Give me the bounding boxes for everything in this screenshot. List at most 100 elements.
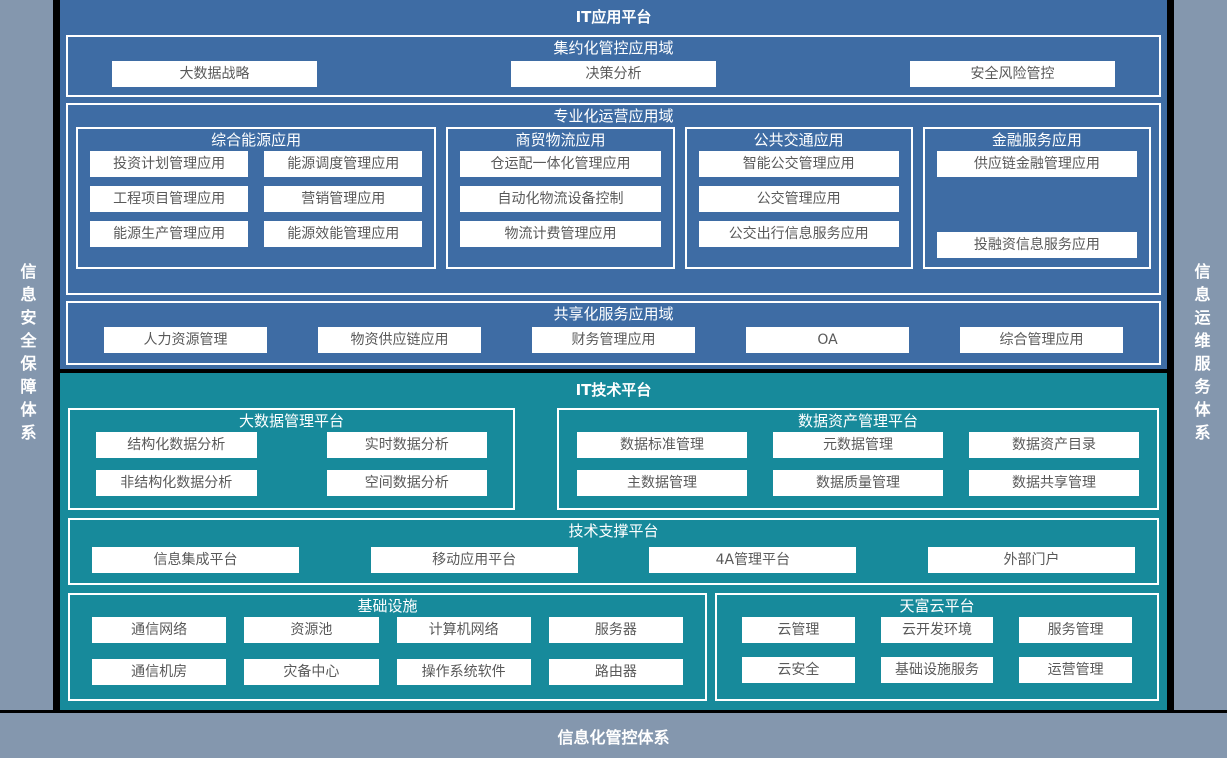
item-box: 非结构化数据分析 xyxy=(96,470,257,496)
item-box: 智能公交管理应用 xyxy=(698,151,899,177)
group-finance-title: 金融服务应用 xyxy=(991,131,1082,149)
item-box: 数据标准管理 xyxy=(577,432,747,458)
item-box: 操作系统软件 xyxy=(396,659,531,685)
infrastructure-items: 通信网络 资源池 计算机网络 服务器 通信机房 灾备中心 操作系统软件 路由器 xyxy=(92,617,683,687)
centralized-items-row: 大数据战略 决策分析 安全风险管控 xyxy=(68,59,1159,87)
item-box: 外部门户 xyxy=(927,547,1135,573)
item-box: 运营管理 xyxy=(1019,657,1132,683)
item-box: 安全风险管控 xyxy=(910,61,1115,87)
content-area: IT应用平台 集约化管控应用域 大数据战略 决策分析 安全风险管控 专业化运营应… xyxy=(60,0,1167,710)
item-box: 通信网络 xyxy=(92,617,227,643)
box-tech-support-platform: 技术支撑平台 信息集成平台 移动应用平台 4A管理平台 外部门户 xyxy=(68,518,1159,585)
item-box: 云开发环境 xyxy=(880,617,994,643)
box-bigdata-platform: 大数据管理平台 结构化数据分析 实时数据分析 非结构化数据分析 空间数据分析 xyxy=(68,408,515,510)
box-cloud-platform: 天富云平台 云管理 云开发环境 服务管理 云安全 基础设施服务 运营管理 xyxy=(715,593,1159,701)
centralized-domain-title: 集约化管控应用域 xyxy=(553,39,674,57)
item-box: 工程项目管理应用 xyxy=(90,186,249,212)
tech-support-platform-title: 技术支撑平台 xyxy=(568,522,659,540)
main-row: 信息安全保障体系 IT应用平台 集约化管控应用域 大数据战略 决策分析 安全风险… xyxy=(0,0,1227,710)
left-pillar: 信息安全保障体系 xyxy=(0,0,53,710)
section-shared-domain: 共享化服务应用域 人力资源管理 物资供应链应用 财务管理应用 OA 综合管理应用 xyxy=(66,301,1161,365)
professional-domain-title: 专业化运营应用域 xyxy=(553,107,674,125)
item-box: 公交出行信息服务应用 xyxy=(698,221,899,247)
right-pillar: 信息运维服务体系 xyxy=(1174,0,1227,710)
item-box: 云管理 xyxy=(742,617,855,643)
item-box: 能源生产管理应用 xyxy=(90,221,249,247)
item-box: 云安全 xyxy=(742,657,855,683)
item-box: 元数据管理 xyxy=(773,432,943,458)
group-finance-items: 供应链金融管理应用 投融资信息服务应用 xyxy=(936,151,1138,258)
item-box: 物流计费管理应用 xyxy=(460,221,661,247)
item-box: 能源调度管理应用 xyxy=(264,151,423,177)
item-box: 投资计划管理应用 xyxy=(90,151,249,177)
item-box: 服务管理 xyxy=(1019,617,1132,643)
item-box: 空间数据分析 xyxy=(326,470,487,496)
professional-groups-row: 综合能源应用 投资计划管理应用 能源调度管理应用 工程项目管理应用 营销管理应用… xyxy=(68,127,1159,269)
infrastructure-title: 基础设施 xyxy=(357,597,418,615)
group-energy-items: 投资计划管理应用 能源调度管理应用 工程项目管理应用 营销管理应用 能源生产管理… xyxy=(90,151,423,247)
box-data-asset-platform: 数据资产管理平台 数据标准管理 元数据管理 数据资产目录 主数据管理 数据质量管… xyxy=(557,408,1159,510)
item-box: 结构化数据分析 xyxy=(96,432,257,458)
item-box: 资源池 xyxy=(244,617,379,643)
item-box: 综合管理应用 xyxy=(960,327,1123,353)
group-transport: 公共交通应用 智能公交管理应用 公交管理应用 公交出行信息服务应用 xyxy=(684,127,913,269)
group-energy: 综合能源应用 投资计划管理应用 能源调度管理应用 工程项目管理应用 营销管理应用… xyxy=(76,127,437,269)
group-logistics-title: 商贸物流应用 xyxy=(515,131,606,149)
right-divider xyxy=(1167,0,1174,710)
tech-platform: IT技术平台 大数据管理平台 结构化数据分析 实时数据分析 非结构化数据分析 空… xyxy=(60,373,1167,710)
item-box: 计算机网络 xyxy=(396,617,531,643)
item-box: 信息集成平台 xyxy=(92,547,299,573)
group-transport-items: 智能公交管理应用 公交管理应用 公交出行信息服务应用 xyxy=(698,151,899,247)
box-infrastructure: 基础设施 通信网络 资源池 计算机网络 服务器 通信机房 灾备中心 操作系统软件… xyxy=(68,593,707,701)
item-box: 投融资信息服务应用 xyxy=(936,232,1138,258)
item-box: 通信机房 xyxy=(92,659,227,685)
group-energy-title: 综合能源应用 xyxy=(211,131,302,149)
item-box: 自动化物流设备控制 xyxy=(460,186,661,212)
item-box: 大数据战略 xyxy=(112,61,317,87)
bigdata-items: 结构化数据分析 实时数据分析 非结构化数据分析 空间数据分析 xyxy=(96,432,487,498)
bigdata-platform-title: 大数据管理平台 xyxy=(238,412,344,430)
item-box: 决策分析 xyxy=(511,61,716,87)
item-box: 基础设施服务 xyxy=(880,657,994,683)
group-logistics-items: 仓运配一体化管理应用 自动化物流设备控制 物流计费管理应用 xyxy=(460,151,661,247)
item-box: 能源效能管理应用 xyxy=(264,221,423,247)
right-pillar-label: 信息运维服务体系 xyxy=(1191,263,1211,447)
shared-items-row: 人力资源管理 物资供应链应用 财务管理应用 OA 综合管理应用 xyxy=(68,325,1159,353)
item-box: 人力资源管理 xyxy=(104,327,267,353)
shared-domain-title: 共享化服务应用域 xyxy=(553,305,674,323)
app-platform: IT应用平台 集约化管控应用域 大数据战略 决策分析 安全风险管控 专业化运营应… xyxy=(60,0,1167,369)
item-box: OA xyxy=(746,327,909,353)
tech-support-items: 信息集成平台 移动应用平台 4A管理平台 外部门户 xyxy=(92,542,1135,573)
item-box: 服务器 xyxy=(548,617,683,643)
item-box: 主数据管理 xyxy=(577,470,747,496)
item-box: 路由器 xyxy=(548,659,683,685)
group-finance: 金融服务应用 供应链金融管理应用 投融资信息服务应用 xyxy=(922,127,1152,269)
item-box: 实时数据分析 xyxy=(326,432,487,458)
item-box: 财务管理应用 xyxy=(532,327,695,353)
tech-row-infra: 基础设施 通信网络 资源池 计算机网络 服务器 通信机房 灾备中心 操作系统软件… xyxy=(68,593,1159,701)
bottom-bar-label: 信息化管控体系 xyxy=(557,727,670,747)
bottom-bar: 信息化管控体系 xyxy=(0,713,1227,758)
item-box: 数据共享管理 xyxy=(969,470,1139,496)
left-pillar-label: 信息安全保障体系 xyxy=(17,263,37,447)
cloud-platform-title: 天富云平台 xyxy=(899,597,975,615)
bottom-divider xyxy=(0,710,1227,713)
item-box: 灾备中心 xyxy=(244,659,379,685)
app-platform-title: IT应用平台 xyxy=(575,8,652,26)
group-logistics: 商贸物流应用 仓运配一体化管理应用 自动化物流设备控制 物流计费管理应用 xyxy=(446,127,675,269)
item-box: 供应链金融管理应用 xyxy=(936,151,1138,177)
item-box: 移动应用平台 xyxy=(370,547,578,573)
item-box: 仓运配一体化管理应用 xyxy=(460,151,661,177)
item-box: 公交管理应用 xyxy=(698,186,899,212)
item-box: 数据质量管理 xyxy=(773,470,943,496)
item-box: 数据资产目录 xyxy=(969,432,1139,458)
group-transport-title: 公共交通应用 xyxy=(753,131,844,149)
cloud-items: 云管理 云开发环境 服务管理 云安全 基础设施服务 运营管理 xyxy=(742,617,1132,687)
section-professional-domain: 专业化运营应用域 综合能源应用 投资计划管理应用 能源调度管理应用 工程项目管理… xyxy=(66,103,1161,295)
tech-platform-title: IT技术平台 xyxy=(575,381,652,399)
item-box: 物资供应链应用 xyxy=(318,327,481,353)
left-divider xyxy=(53,0,60,710)
platform-divider xyxy=(60,369,1167,373)
item-box: 4A管理平台 xyxy=(649,547,857,573)
